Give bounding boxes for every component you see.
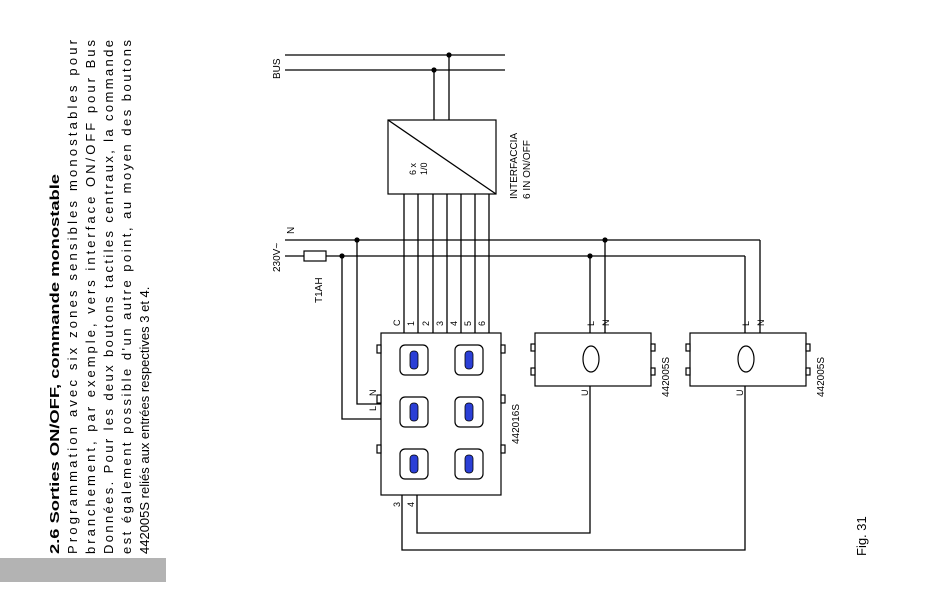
fuse xyxy=(303,250,327,262)
device-442016s: C 1 2 3 4 5 6 L N 3 4 442016S xyxy=(368,319,746,551)
device-a-button xyxy=(582,345,600,373)
device-a-out: U xyxy=(580,390,590,397)
device-a-terminal-n: N xyxy=(601,320,611,327)
fuse-label: T1AH xyxy=(314,277,325,303)
device-b-out: U xyxy=(735,390,745,397)
description-line-4: est également possible d'un autre point,… xyxy=(119,39,134,554)
terminal-l-main: L xyxy=(368,406,378,411)
device-b-terminal-l: L xyxy=(741,321,751,326)
bus-label: BUS xyxy=(272,58,283,79)
interface-name: INTERFACCIA xyxy=(509,133,520,199)
description-line-3: Données. Pour les deux boutons tactiles … xyxy=(101,40,116,554)
device-b-code: 442005S xyxy=(816,357,827,397)
supply-voltage: 230V~ xyxy=(272,243,283,272)
interface-module: 6 x 1/0 INTERFACCIA 6 IN ON/OFF xyxy=(387,119,533,199)
interface-inner-bottom: 1/0 xyxy=(419,162,429,175)
mains-supply: 230V~ N T1AH xyxy=(272,227,761,420)
description-line-5: 442005S reliés aux entrées respectives 3… xyxy=(137,287,152,554)
signal-wires xyxy=(403,194,490,333)
supply-neutral: N xyxy=(286,227,297,234)
device-b-terminal-n: N xyxy=(756,320,766,327)
interface-desc: 6 IN ON/OFF xyxy=(522,140,533,199)
terminal-1: 1 xyxy=(406,321,416,326)
terminal-c: C xyxy=(392,319,402,326)
terminal-in-3: 3 xyxy=(392,502,402,507)
device-a-442005s: L N U 442005S xyxy=(530,320,672,397)
touch-buttons xyxy=(399,344,484,480)
interface-inner-top: 6 x xyxy=(408,162,418,175)
bus-lines: BUS xyxy=(272,52,505,120)
section-heading: 2.6 Sorties ON/OFF, commande monostable xyxy=(47,174,62,554)
terminal-5: 5 xyxy=(463,321,473,326)
description-block: 2.6 Sorties ON/OFF, commande monostable … xyxy=(47,39,152,554)
terminal-6: 6 xyxy=(477,321,487,326)
terminal-2: 2 xyxy=(421,321,431,326)
terminal-in-4: 4 xyxy=(406,502,416,507)
figure-label: Fig. 31 xyxy=(854,516,869,556)
description-line-1: Programmation avec six zones sensibles m… xyxy=(65,39,80,554)
terminal-n-main: N xyxy=(368,390,378,397)
description-line-2: branchement, par exemple, vers interface… xyxy=(83,40,98,554)
gray-tab xyxy=(0,558,166,582)
device-b-442005s: L N U 442005S xyxy=(685,320,827,397)
device-main-code: 442016S xyxy=(511,404,522,444)
terminal-4: 4 xyxy=(449,321,459,326)
device-a-terminal-l: L xyxy=(586,321,596,326)
device-b-button xyxy=(737,345,755,373)
terminal-3: 3 xyxy=(435,321,445,326)
device-a-code: 442005S xyxy=(661,357,672,397)
